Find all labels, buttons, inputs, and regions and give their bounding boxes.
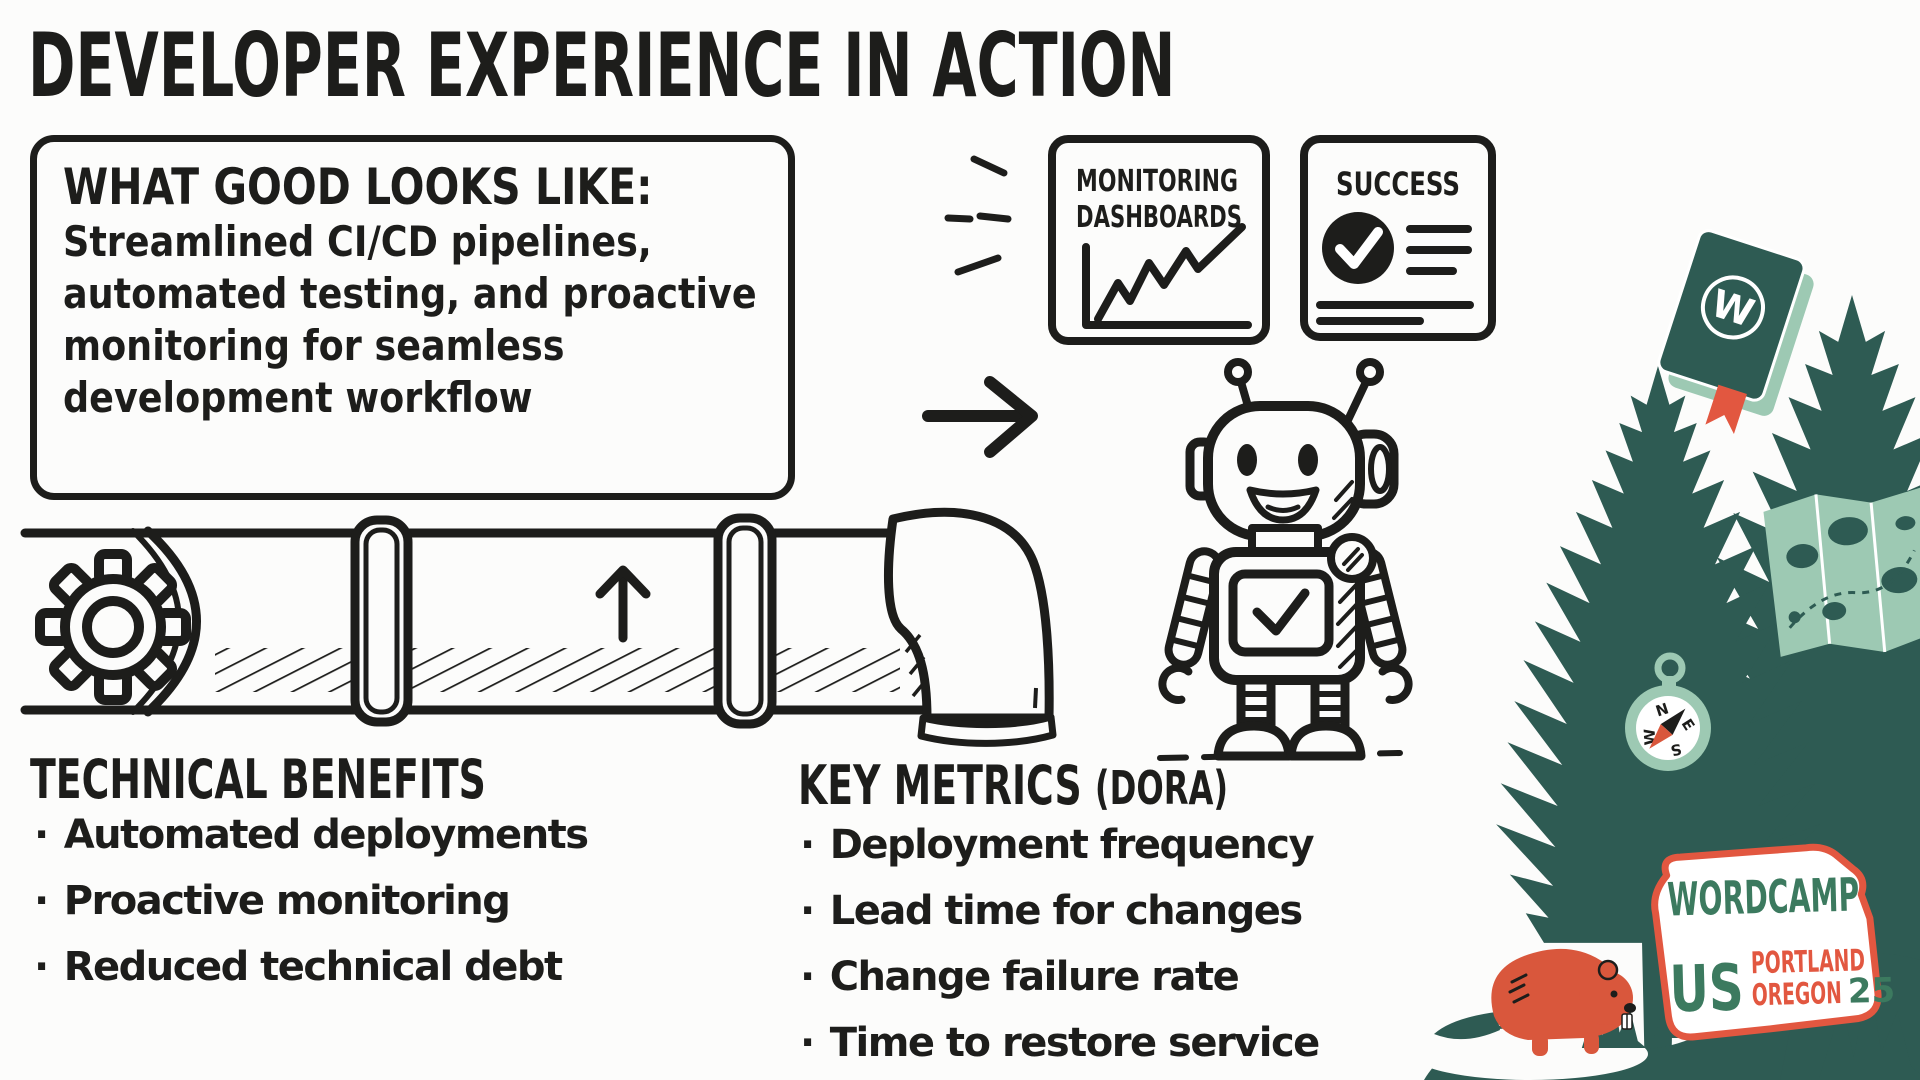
good-box-line: automated testing, and proactive: [63, 269, 757, 318]
pipe-hatching: [215, 648, 900, 692]
compass-icon: N E S W: [1625, 652, 1711, 771]
badge-wordcamp: WORDCAMP: [1667, 867, 1860, 926]
robot-illustration: [1157, 358, 1413, 761]
robot-face: [1237, 444, 1320, 524]
badge-us: US: [1669, 952, 1745, 1028]
beaver-tail: [1434, 1012, 1500, 1040]
badge-portland: PORTLAND: [1751, 943, 1866, 981]
list-item: ·Change failure rate: [800, 954, 1240, 1000]
pipeline-illustration: [20, 507, 1057, 747]
key-metrics-suffix: (DORA): [1094, 761, 1229, 815]
success-card: SUCCESS: [1300, 135, 1496, 341]
monitoring-card-title-line2: DASHBOARDS: [1076, 200, 1242, 235]
what-good-looks-like-box: WHAT GOOD LOOKS LIKE: Streamlined CI/CD …: [30, 135, 795, 500]
bullet-dot: ·: [34, 812, 49, 858]
monitoring-card-content: MONITORING DASHBOARDS: [1076, 164, 1252, 329]
text-lines-icon: [1316, 225, 1474, 325]
robot-antenna: [1224, 358, 1384, 424]
bullet-dot: ·: [800, 822, 815, 868]
list-item: ·Lead time for changes: [800, 888, 1303, 934]
up-arrow-icon: [595, 565, 651, 643]
list-item: ·Reduced technical debt: [34, 944, 563, 990]
page-title: DEVELOPER EXPERIENCE IN ACTION: [28, 14, 1793, 117]
checkmark-icon: [1322, 212, 1394, 284]
robot-feet: [1213, 721, 1366, 761]
list-item: ·Time to restore service: [800, 1020, 1320, 1066]
bullet-dot: ·: [800, 888, 815, 934]
success-card-title: SUCCESS: [1336, 165, 1460, 203]
good-box-heading: WHAT GOOD LOOKS LIKE:: [63, 158, 653, 216]
emphasis-dashes-icon: [944, 155, 1012, 276]
list-item: ·Proactive monitoring: [34, 878, 511, 924]
right-arrow-icon: [922, 376, 1038, 458]
wordcamp-badge: WORDCAMP US PORTLAND OREGON 25: [1651, 843, 1896, 1041]
robot-screen: [1228, 569, 1334, 657]
pipe-coupling: [350, 515, 413, 727]
bullet-dot: ·: [34, 878, 49, 924]
monitoring-dashboards-card: MONITORING DASHBOARDS: [1048, 135, 1270, 345]
pipe-elbow: [884, 507, 1057, 747]
forest-illustration: W N E S W: [1412, 229, 1920, 1080]
list-item: ·Automated deployments: [34, 812, 589, 858]
badge-year: 25: [1847, 971, 1895, 1012]
good-box-line: development workflow: [63, 373, 533, 422]
wordpress-book-icon: W: [1657, 229, 1814, 434]
bullet-dot: ·: [800, 954, 815, 1000]
monitoring-card-title-line1: MONITORING: [1076, 164, 1238, 199]
bookmark-ribbon: [1705, 384, 1747, 434]
technical-benefits-heading: TECHNICAL BENEFITS: [30, 748, 486, 811]
good-box-line: monitoring for seamless: [63, 321, 565, 370]
head-hatching: [1332, 480, 1354, 520]
compass-n: N: [1653, 699, 1671, 720]
technical-benefits-list: ·Automated deployments ·Proactive monito…: [34, 812, 589, 1010]
pipe-coupling: [713, 513, 777, 729]
list-item: ·Deployment frequency: [800, 822, 1315, 868]
key-metrics-list: ·Deployment frequency ·Lead time for cha…: [800, 822, 1320, 1080]
bullet-dot: ·: [800, 1020, 815, 1066]
key-metrics-heading: KEY METRICS (DORA): [798, 754, 1229, 817]
bullet-dot: ·: [34, 944, 49, 990]
compass-needle: [1649, 708, 1686, 749]
compass-s: S: [1669, 740, 1684, 760]
beaver-illustration: [1434, 948, 1636, 1056]
success-card-content: SUCCESS: [1316, 165, 1474, 325]
badge-oregon: OREGON: [1751, 976, 1842, 1013]
page-title-text: DEVELOPER EXPERIENCE IN ACTION: [28, 14, 1176, 117]
gear-icon: [35, 549, 191, 705]
good-box-line: Streamlined CI/CD pipelines,: [63, 217, 652, 266]
robot-shoulder: [1327, 533, 1377, 583]
line-chart-icon: [1082, 223, 1252, 329]
body-hatching: [1336, 582, 1359, 669]
map-icon: [1763, 487, 1920, 657]
robot-ear-detail: [1368, 444, 1392, 494]
